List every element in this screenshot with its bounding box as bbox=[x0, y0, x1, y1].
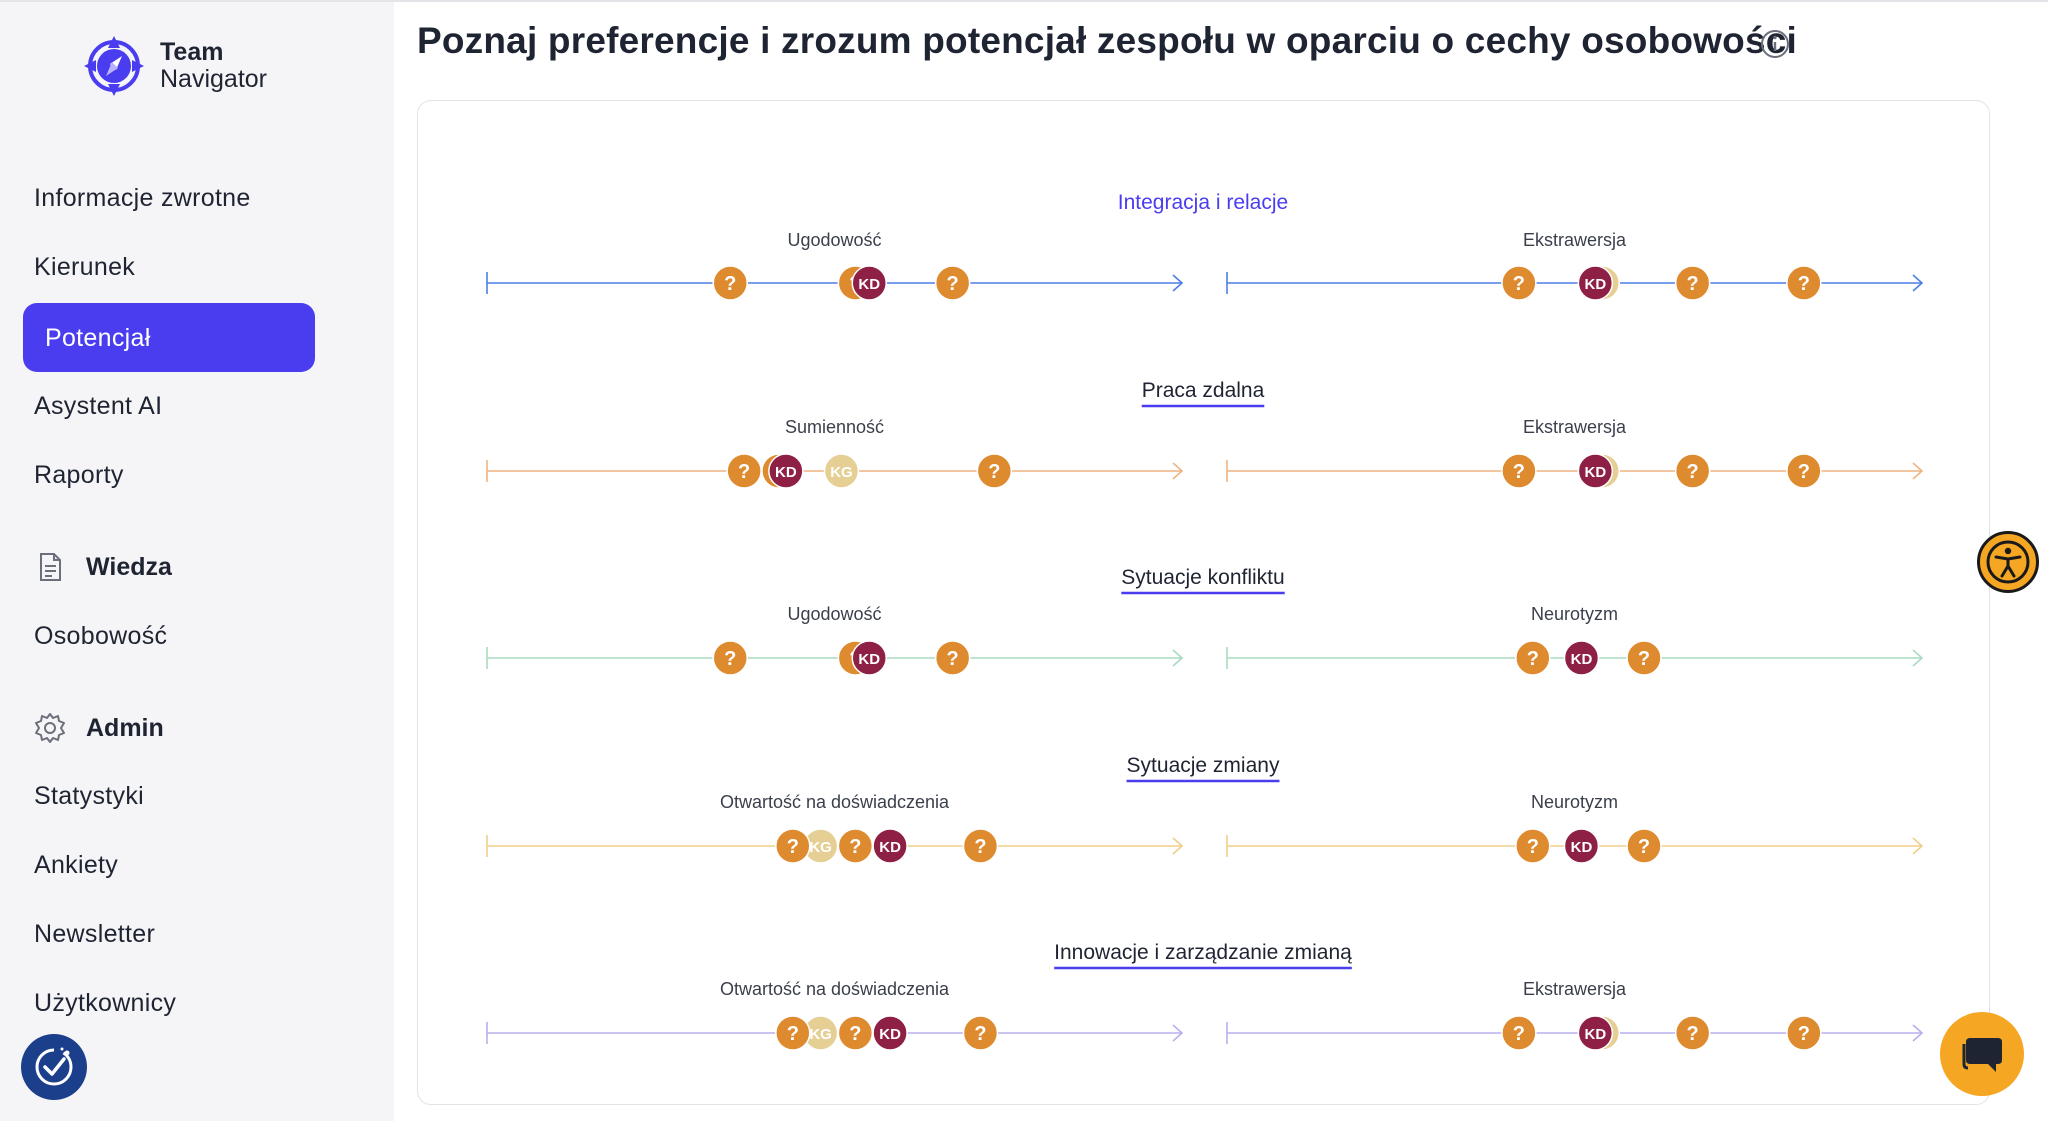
sidebar-item-surveys[interactable]: Ankiety bbox=[34, 851, 119, 879]
sidebar-section-knowledge: Wiedza bbox=[34, 551, 172, 583]
check-badge-button[interactable] bbox=[21, 1034, 87, 1100]
gear-icon bbox=[35, 713, 65, 743]
sidebar-item-direction[interactable]: Kierunek bbox=[34, 253, 136, 281]
sidebar-item-reports[interactable]: Raporty bbox=[34, 461, 124, 489]
sidebar-section-admin-label: Admin bbox=[86, 713, 164, 742]
sidebar: Team Navigator Informacje zwrotne Kierun… bbox=[0, 0, 358, 1121]
sidebar-item-newsletter[interactable]: Newsletter bbox=[34, 920, 156, 948]
sidebar-item-feedback[interactable]: Informacje zwrotne bbox=[34, 184, 251, 212]
check-badge-icon bbox=[35, 1047, 73, 1086]
sidebar-item-ai-assistant[interactable]: Asystent AI bbox=[34, 392, 163, 420]
info-icon[interactable] bbox=[1760, 29, 1790, 59]
top-divider bbox=[0, 0, 2048, 2]
brand-name-line2: Navigator bbox=[160, 65, 267, 93]
sidebar-item-personality[interactable]: Osobowość bbox=[34, 622, 168, 650]
page-title: Poznaj preferencje i zrozum potencjał ze… bbox=[417, 20, 1797, 61]
accessibility-icon bbox=[1986, 540, 2030, 584]
sidebar-section-knowledge-label: Wiedza bbox=[86, 552, 172, 581]
sidebar-section-admin: Admin bbox=[34, 712, 164, 744]
sidebar-item-potential-label: Potencjał bbox=[45, 324, 151, 352]
sidebar-item-statistics[interactable]: Statystyki bbox=[34, 782, 144, 810]
potential-card bbox=[417, 100, 1990, 1105]
document-icon bbox=[40, 553, 61, 581]
sidebar-item-users[interactable]: Użytkownicy bbox=[34, 989, 177, 1017]
chat-button[interactable] bbox=[1940, 1012, 2024, 1096]
sidebar-item-potential[interactable]: Potencjał bbox=[23, 303, 315, 372]
accessibility-button[interactable] bbox=[1977, 531, 2039, 593]
chat-icon bbox=[1962, 1038, 2002, 1072]
brand-name-line1: Team bbox=[160, 38, 224, 66]
compass-logo-icon bbox=[84, 36, 144, 96]
brand-logo[interactable]: Team Navigator bbox=[82, 34, 267, 98]
